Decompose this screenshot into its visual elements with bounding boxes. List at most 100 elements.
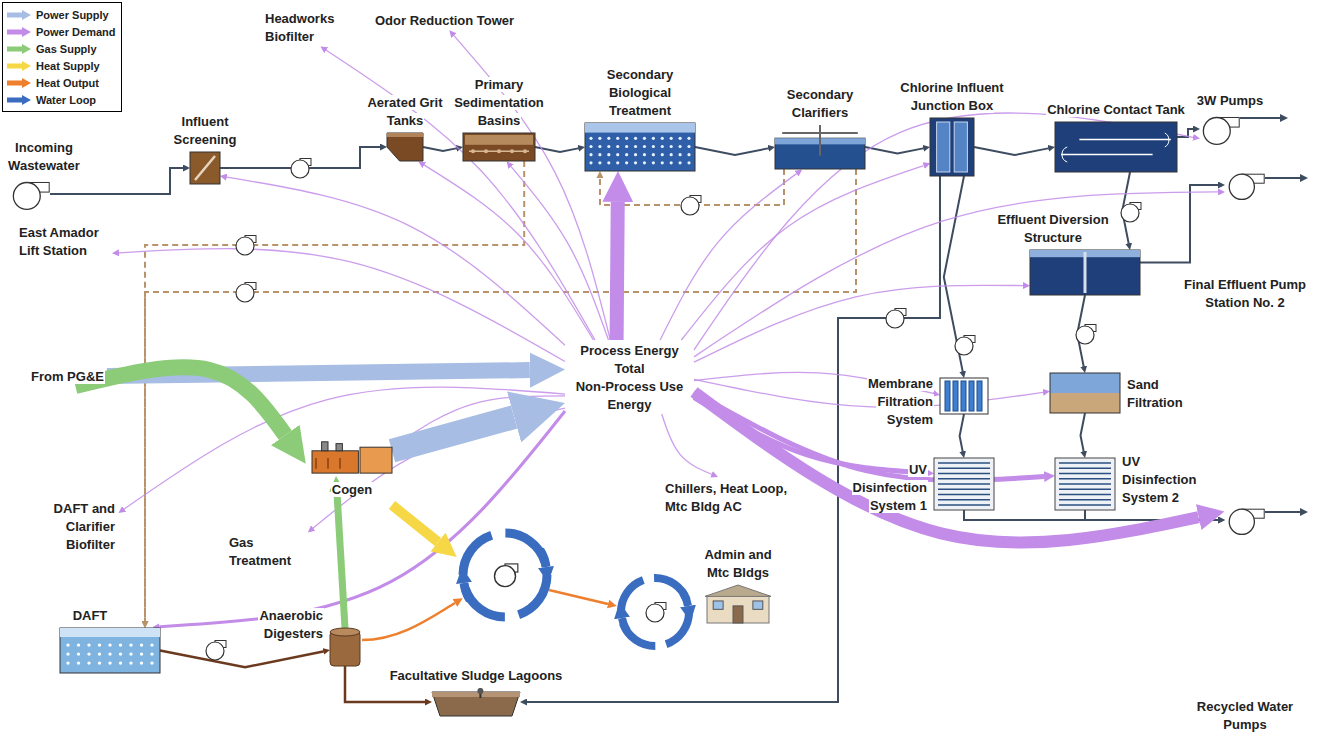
legend-label: Heat Output <box>36 77 99 89</box>
inline-pumps <box>206 159 1141 661</box>
node-label: Final Effluent Pump Station No. 2 <box>1183 277 1307 310</box>
process-unit: Aerated Grit Tanks <box>387 133 423 161</box>
node-label: UV Disinfection System 1 <box>852 462 928 513</box>
flow-connector <box>160 411 565 627</box>
flow-connector <box>865 147 923 154</box>
div-icon <box>1030 250 1140 295</box>
pump-icon <box>10 178 50 210</box>
node-label: Effluent Diversion Structure <box>996 212 1109 245</box>
text-block: Influent Screening <box>165 112 245 148</box>
text-block: Membrane Filtration System <box>852 374 934 428</box>
heat-loops <box>362 505 689 646</box>
node-label: Recycled Water Pumps <box>1196 699 1294 732</box>
process-unit: Secondary Clarifiers <box>775 125 865 169</box>
node-label: Chlorine Contact Tank <box>1046 102 1186 117</box>
legend-row: Heat Supply <box>7 57 115 74</box>
sed-icon <box>463 133 535 161</box>
sand-icon <box>1050 373 1120 413</box>
dig-icon <box>330 628 360 666</box>
node-label: UV Disinfection System 2 <box>1121 454 1197 505</box>
node-label: Secondary Biological Treatment <box>606 67 674 118</box>
flow-connector <box>527 176 940 702</box>
flow-connector <box>1081 413 1086 451</box>
cct-icon <box>1055 122 1177 172</box>
process-unit: Membrane Filtration System <box>940 378 988 414</box>
process-unit: Facultative Sludge Lagoons <box>432 688 520 716</box>
text-block: East Amador Lift Station <box>18 223 110 259</box>
text-block: Headworks Biofilter <box>264 9 342 45</box>
unit-label: Sand Filtration <box>1126 375 1206 411</box>
node-label: Headworks Biofilter <box>264 11 335 44</box>
flow-connector <box>392 417 514 451</box>
text-block: Incoming Wastewater <box>2 138 86 174</box>
node-label: Chillers, Heat Loop, Mtc Bldg AC <box>664 481 788 514</box>
unit-label: Effluent Diversion Structure <box>996 210 1111 246</box>
text-block: Gas Treatment <box>228 533 308 569</box>
pump-icon <box>1200 113 1240 145</box>
flow-connector <box>423 147 456 151</box>
text-block: Process Energy Total <box>567 341 692 377</box>
text-block: Aerated Grit Tanks <box>365 93 445 129</box>
legend-swatch <box>7 10 31 20</box>
unit-label: Primary Sedimentation Basins <box>447 75 551 129</box>
legend-label: Water Loop <box>36 94 96 106</box>
unit-label: Final Effluent Pump Station No. 2 <box>1175 275 1315 311</box>
legend-swatch <box>7 95 31 105</box>
legend-swatch <box>7 78 31 88</box>
legend-row: Water Loop <box>7 91 115 108</box>
pump-icon <box>1225 170 1265 200</box>
text-block: Primary Sedimentation Basins <box>447 75 551 129</box>
jbox-icon <box>930 118 974 176</box>
flow-connector <box>694 392 1199 543</box>
text-block: UV Disinfection System 2 <box>1121 452 1211 506</box>
node-label: Aerated Grit Tanks <box>366 95 443 128</box>
text-block: Facultative Sludge Lagoons <box>381 666 571 684</box>
text-node: Process Energy TotalNon-Process Use Ener… <box>565 340 694 414</box>
process-unit: Anaerobic Digesters <box>330 628 360 666</box>
unit-label: Chlorine Influent Junction Box <box>887 78 1017 114</box>
node-label: Admin and Mtc Bldgs <box>703 547 772 580</box>
legend-row: Power Supply <box>7 6 115 23</box>
text-block: DAFT and Clarifier Biofilter <box>16 499 116 553</box>
flow-connector <box>617 202 618 340</box>
process-unit: UV Disinfection System 1 <box>934 458 994 510</box>
unit-label: Facultative Sludge Lagoons <box>381 666 571 684</box>
flow-connector <box>660 174 796 340</box>
process-unit: Incoming Wastewater <box>10 178 50 210</box>
flow-connector <box>119 249 565 362</box>
legend-label: Heat Supply <box>36 60 100 72</box>
node-label: Odor Reduction Tower <box>374 13 515 28</box>
node-label: Cogen <box>331 482 373 497</box>
text-block: 3W Pumps <box>1190 91 1270 109</box>
text-block: Non-Process Use Energy <box>567 377 692 413</box>
text-node: Odor Reduction Tower <box>372 10 517 30</box>
node-label: Anaerobic Digesters <box>258 608 324 641</box>
text-block: Chlorine Influent Junction Box <box>887 78 1017 114</box>
unit-label: DAFT <box>60 606 120 624</box>
uv-icon <box>934 458 994 510</box>
node-label: Non-Process Use Energy <box>575 379 685 412</box>
process-unit: Chlorine Influent Junction Box <box>930 118 974 176</box>
text-node: Headworks Biofilter <box>262 8 344 46</box>
text-block: Chillers, Heat Loop, Mtc Bldg AC <box>664 479 804 515</box>
bio-icon <box>585 123 695 171</box>
node-label: Influent Screening <box>173 114 238 147</box>
node-label: Secondary Clarifiers <box>786 87 854 120</box>
text-node: Gas Treatment <box>226 532 310 570</box>
process-unit: UV Disinfection System 2 <box>1055 458 1115 510</box>
text-block: UV Disinfection System 1 <box>844 460 928 514</box>
unit-label: Chlorine Contact Tank <box>1036 100 1196 118</box>
text-block: Cogen <box>322 480 382 498</box>
node-label: DAFT and Clarifier Biofilter <box>53 501 116 552</box>
unit-label: Incoming Wastewater <box>2 138 86 174</box>
text-block: Final Effluent Pump Station No. 2 <box>1175 275 1315 311</box>
process-unit: DAFT <box>60 628 160 673</box>
flow-connector <box>960 414 964 451</box>
text-block: Effluent Diversion Structure <box>996 210 1111 246</box>
text-block: From PG&E <box>30 367 105 385</box>
daft-icon <box>60 628 160 673</box>
flow-connector <box>1140 185 1218 263</box>
legend-row: Gas Supply <box>7 40 115 57</box>
uv-icon <box>1055 458 1115 510</box>
